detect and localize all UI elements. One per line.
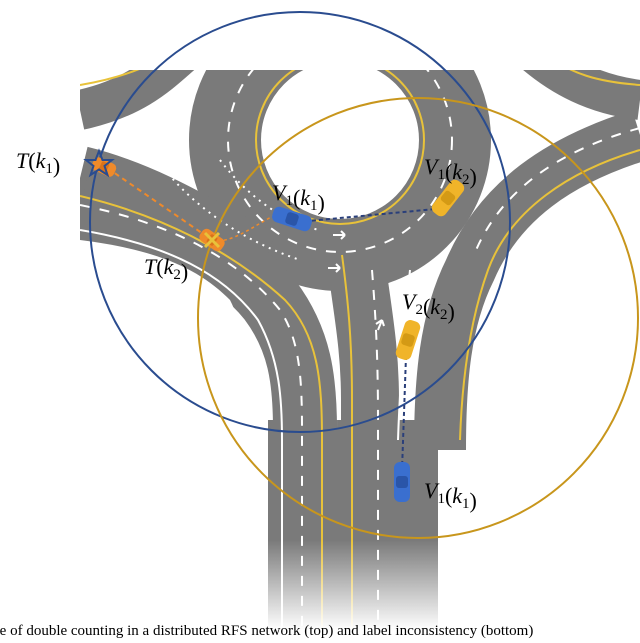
- right-curved-road: [414, 110, 640, 451]
- left-white-edge: [80, 229, 283, 630]
- ring-yellow-inner: [255, 70, 425, 225]
- road-arrow-4: [328, 263, 341, 273]
- road-arrow-3: [333, 230, 346, 240]
- label-v1-k2: V1(k2): [424, 154, 477, 189]
- center-down-road: [326, 247, 399, 630]
- label-target-k1: T(k1): [16, 148, 60, 178]
- label-v1-k1-bottom: V1(k1): [424, 478, 477, 513]
- road-arrow-6: [490, 92, 500, 105]
- right-yellow-line: [459, 149, 640, 441]
- yellow-vehicle-v2-k2: [395, 320, 421, 360]
- top-yellow-right: [569, 70, 640, 86]
- road-arrow-7: [375, 319, 385, 331]
- figure-caption: ple of double counting in a distributed …: [0, 623, 534, 639]
- yellow-vehicle-v1-k2: [431, 179, 465, 217]
- link-target-track: [99, 162, 213, 241]
- road-arrow-5: [520, 89, 530, 102]
- top-yellow-left: [80, 70, 140, 86]
- link-bottom-vehicles: [401, 355, 407, 471]
- blue-coverage-circle: [89, 11, 511, 433]
- left-yellow-line: [80, 195, 323, 630]
- link-target-curve: [211, 214, 276, 242]
- gold-coverage-circle: [197, 97, 639, 539]
- blue-vehicle-v1-top: [272, 206, 312, 232]
- cross-marker-icon: [203, 231, 221, 249]
- link-top-vehicles: [297, 207, 447, 223]
- lower-left-road: [80, 178, 337, 630]
- blue-vehicle-v1-bottom: [394, 462, 410, 502]
- center-lane-dashes: [371, 269, 379, 630]
- road-arrow-1: [119, 133, 131, 147]
- bottom-fade: [80, 540, 640, 630]
- left-island: [80, 240, 250, 420]
- label-target-k2: T(k2): [144, 254, 188, 284]
- upper-left-road: [80, 70, 195, 130]
- label-v2-k2: V2(k2): [402, 289, 455, 324]
- inner-island: [262, 70, 418, 218]
- star-marker-icon: [83, 148, 115, 178]
- label-v1-k1-top: V1(k1): [272, 180, 325, 215]
- road-arrow-2: [185, 90, 195, 105]
- ring-lane-dashes: [227, 70, 453, 253]
- left-lane-dashes: [80, 204, 303, 630]
- upper-right-road: [523, 70, 640, 120]
- road-network: [80, 70, 640, 630]
- center-yellow-line: [341, 254, 353, 630]
